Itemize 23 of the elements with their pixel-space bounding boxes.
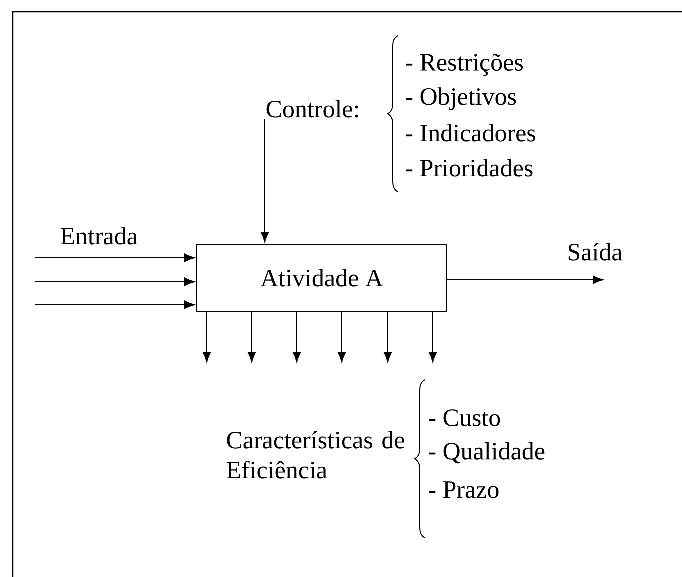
list-item: - Prazo: [429, 482, 499, 498]
list-item: - Qualidade: [429, 442, 545, 464]
control-label: Controle:: [266, 100, 358, 118]
arrow: [338, 312, 346, 362]
arrow: [248, 312, 256, 362]
arrow: [384, 312, 392, 362]
arrow: [34, 254, 195, 262]
arrow: [292, 312, 302, 362]
edge-label: Saída: [568, 243, 622, 261]
list-item: - Objetivos: [406, 88, 516, 110]
arrow: [34, 300, 195, 310]
input-label: Entrada: [60, 227, 138, 245]
efficiency-label: Características de Eficiência: [226, 431, 404, 479]
arrow: [34, 278, 195, 286]
list-item: - Prioridades: [406, 159, 533, 177]
arrow: [447, 276, 604, 284]
arrow: [428, 312, 438, 362]
process-box: Atividade A: [196, 244, 448, 312]
list-item: - Indicadores: [406, 124, 536, 142]
arrow: [202, 312, 212, 362]
arrow: [260, 118, 270, 242]
list-item: - Custo: [429, 410, 500, 426]
list-item: - Restrições: [406, 54, 524, 76]
